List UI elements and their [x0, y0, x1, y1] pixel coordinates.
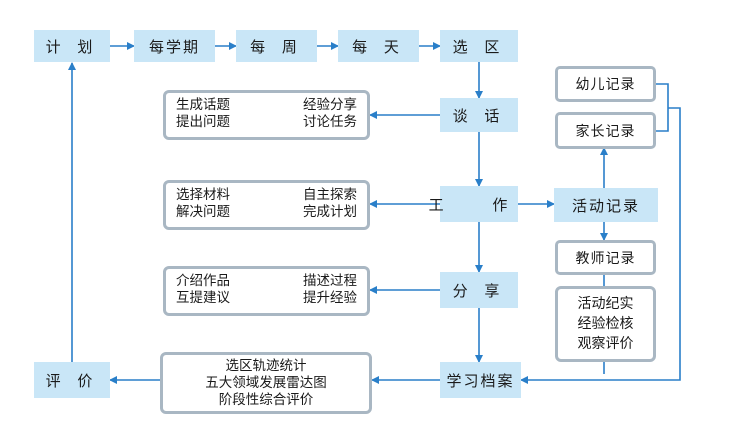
share-node: 分 享: [440, 272, 518, 308]
share-detail-row: 互提建议 提升经验: [176, 290, 357, 307]
work-detail-text: 解决问题: [176, 204, 230, 220]
share-detail-text: 描述过程: [303, 273, 357, 289]
portfolio-detail-text: 阶段性综合评价: [218, 391, 314, 408]
work-node: 工 作: [429, 186, 518, 222]
portfolio-detail-box: 选区轨迹统计 五大领域发展雷达图 阶段性综合评价: [160, 352, 372, 414]
talk-node: 谈 话: [440, 98, 518, 132]
work-detail-box: 选择材料 自主探索 解决问题 完成计划: [163, 180, 370, 230]
teacher-detail-text: 活动纪实: [577, 296, 634, 312]
connector-child-parent: [656, 83, 669, 132]
activity-record-node: 活动记录: [554, 188, 658, 222]
share-detail-row: 介绍作品 描述过程: [176, 273, 357, 290]
each-semester-node: 每学期: [134, 30, 215, 62]
teacher-detail-text: 观察评价: [577, 336, 634, 352]
parent-record-box: 家长记录: [555, 112, 656, 149]
work-detail-row: 解决问题 完成计划: [176, 204, 357, 221]
talk-detail-text: 生成话题: [176, 97, 230, 113]
portfolio-node: 学习档案: [440, 362, 521, 398]
choose-area-node: 选 区: [440, 30, 518, 62]
child-record-box: 幼儿记录: [555, 66, 656, 102]
evaluate-node: 评 价: [34, 362, 110, 398]
talk-detail-text: 讨论任务: [303, 114, 357, 130]
work-detail-text: 自主探索: [303, 187, 357, 203]
talk-detail-box: 生成话题 经验分享 提出问题 讨论任务: [163, 90, 370, 140]
share-detail-text: 介绍作品: [176, 273, 230, 289]
work-detail-text: 完成计划: [303, 204, 357, 220]
portfolio-detail-text: 五大领域发展雷达图: [205, 374, 327, 391]
arrow-records-to-portfolio: [520, 107, 681, 384]
talk-detail-row: 提出问题 讨论任务: [176, 114, 357, 131]
share-detail-text: 互提建议: [176, 290, 230, 306]
teacher-record-box: 教师记录: [555, 240, 656, 275]
plan-node: 计 划: [34, 30, 110, 62]
share-detail-box: 介绍作品 描述过程 互提建议 提升经验: [163, 266, 370, 316]
teacher-detail-text: 经验检核: [577, 316, 634, 332]
share-detail-text: 提升经验: [303, 290, 357, 306]
talk-detail-text: 提出问题: [176, 114, 230, 130]
work-detail-row: 选择材料 自主探索: [176, 187, 357, 204]
portfolio-detail-text: 选区轨迹统计: [225, 357, 307, 374]
talk-detail-text: 经验分享: [303, 97, 357, 113]
teacher-record-details: 活动纪实 经验检核 观察评价: [555, 286, 656, 362]
each-day-node: 每 天: [338, 30, 419, 62]
work-detail-text: 选择材料: [176, 187, 230, 203]
talk-detail-row: 生成话题 经验分享: [176, 97, 357, 114]
each-week-node: 每 周: [236, 30, 317, 62]
